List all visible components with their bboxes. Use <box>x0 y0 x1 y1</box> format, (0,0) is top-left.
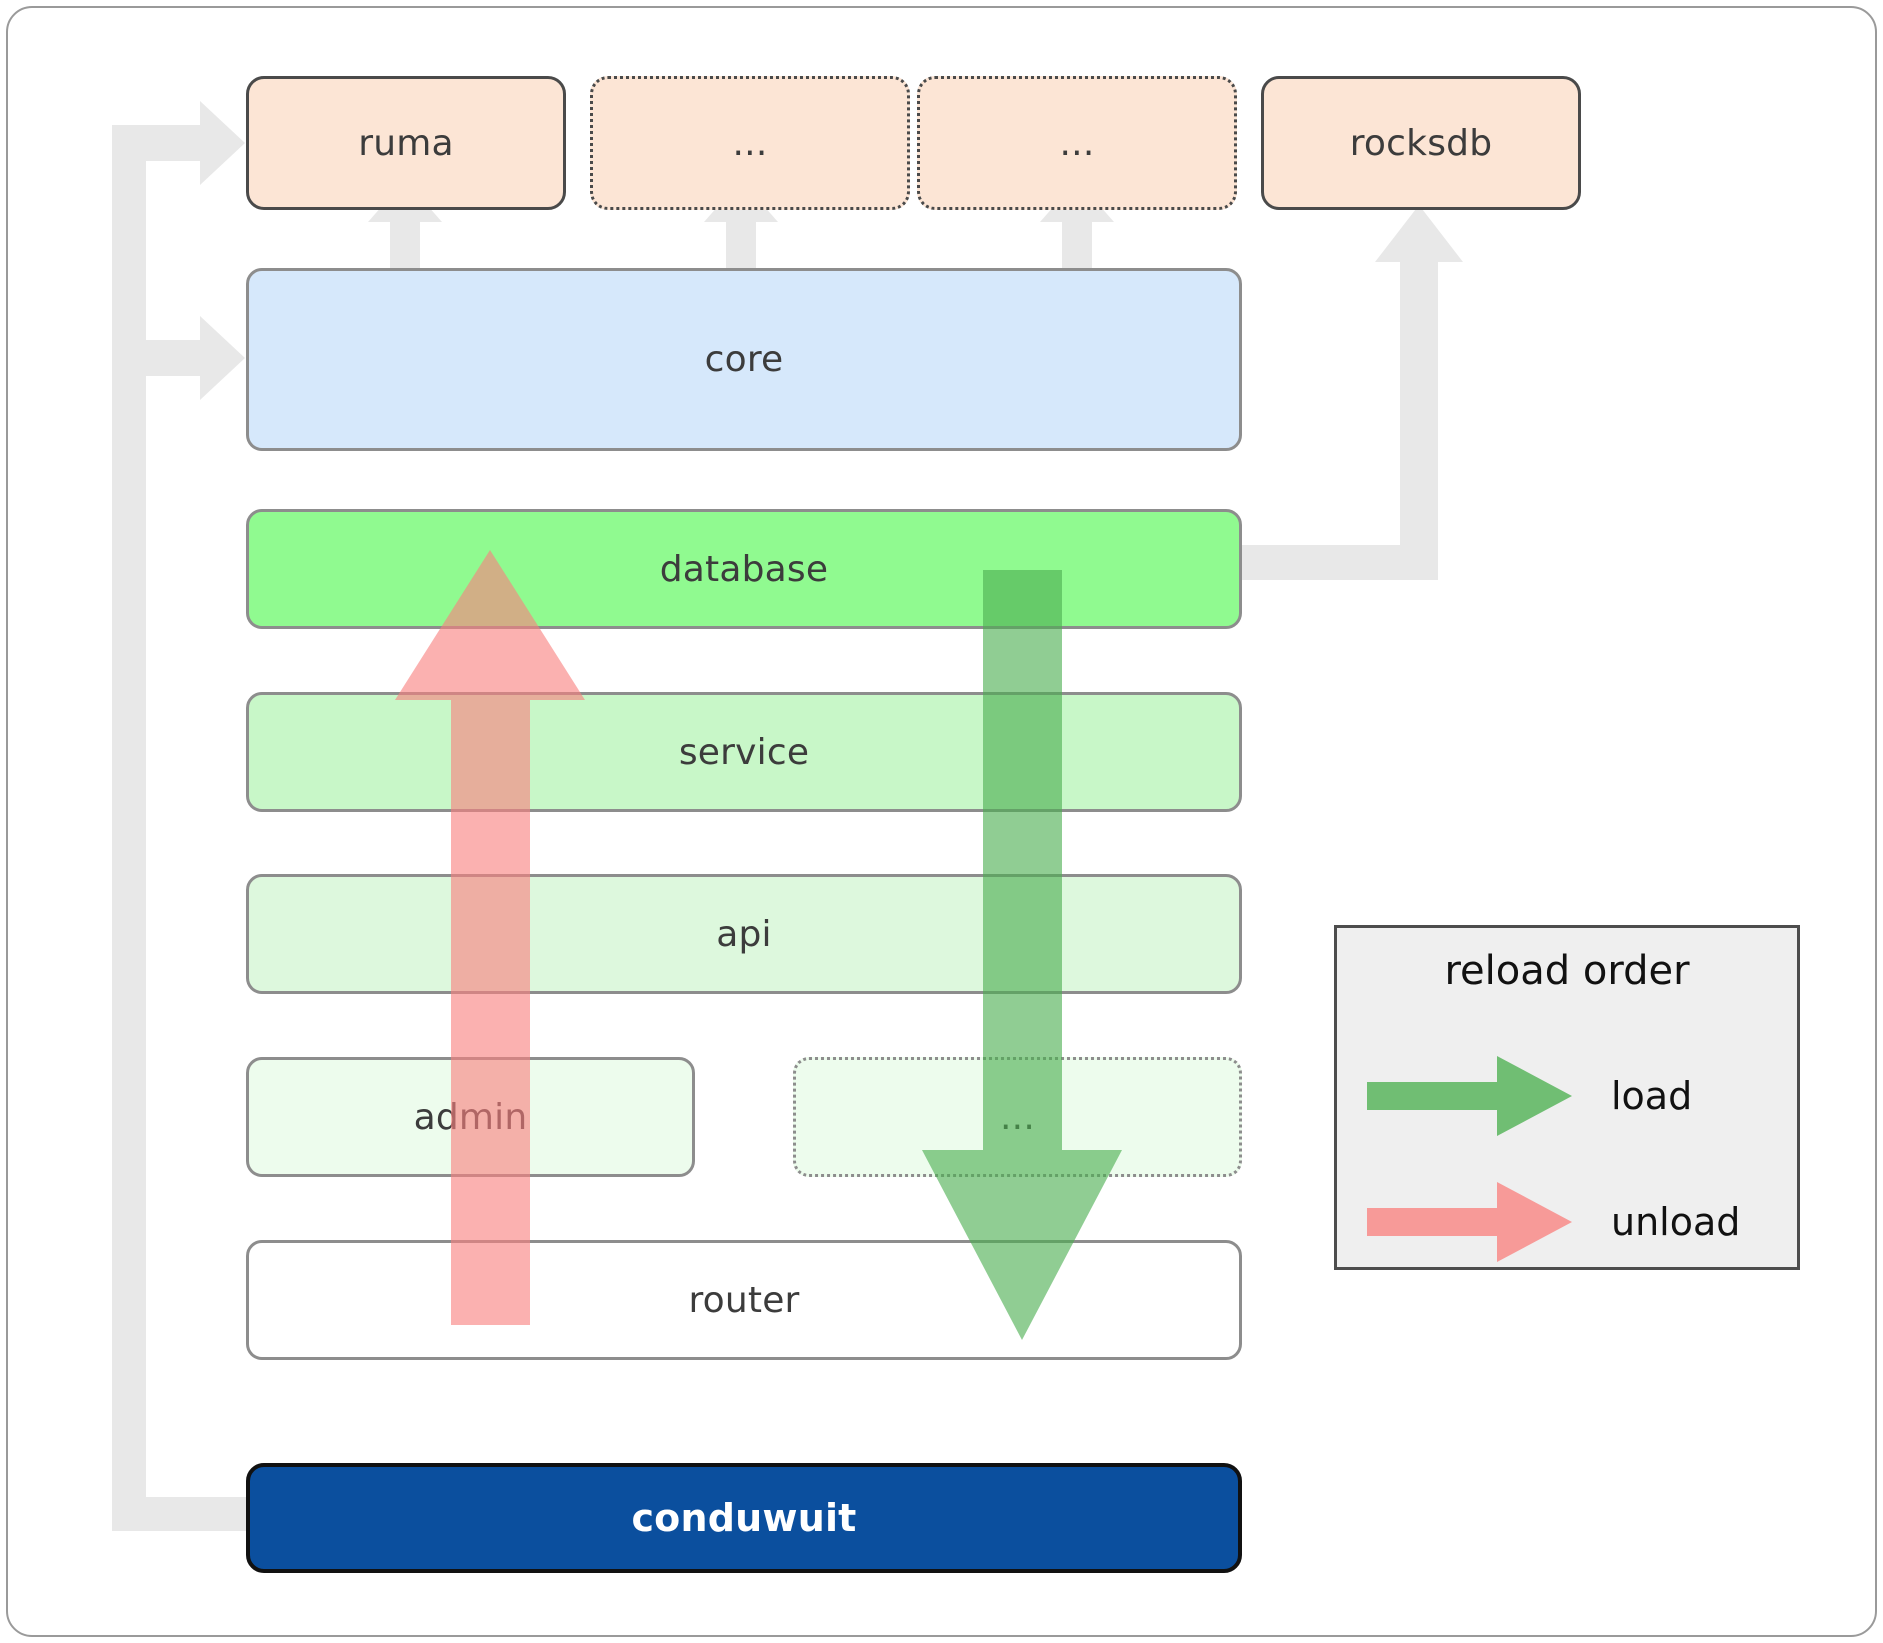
node-service-label: service <box>678 731 810 773</box>
node-admin-extra-label: ... <box>1000 1096 1035 1138</box>
node-dep-b-label: ... <box>1059 122 1095 164</box>
node-admin-extra[interactable]: ... <box>793 1057 1242 1177</box>
node-admin-label: admin <box>413 1096 528 1138</box>
node-router[interactable]: router <box>246 1240 1242 1360</box>
node-conduwuit-label: conduwuit <box>631 1496 857 1540</box>
node-rocksdb-label: rocksdb <box>1349 122 1493 164</box>
legend-row-load: load <box>1367 1056 1773 1136</box>
node-core-label: core <box>704 339 784 380</box>
node-api[interactable]: api <box>246 874 1242 994</box>
legend-panel: reload order load unload <box>1334 925 1800 1270</box>
node-dep-a[interactable]: ... <box>590 76 910 210</box>
legend-title: reload order <box>1444 948 1690 994</box>
node-database[interactable]: database <box>246 509 1242 629</box>
node-admin[interactable]: admin <box>246 1057 695 1177</box>
node-core[interactable]: core <box>246 268 1242 451</box>
legend-unload-label: unload <box>1611 1200 1741 1244</box>
node-api-label: api <box>716 913 772 955</box>
legend-load-label: load <box>1611 1074 1693 1118</box>
node-dep-b[interactable]: ... <box>917 76 1237 210</box>
node-service[interactable]: service <box>246 692 1242 812</box>
node-conduwuit[interactable]: conduwuit <box>246 1463 1242 1573</box>
legend-row-unload: unload <box>1367 1182 1773 1262</box>
node-database-label: database <box>659 548 829 590</box>
diagram-frame <box>6 6 1877 1637</box>
load-arrow-icon <box>1367 1056 1572 1136</box>
node-ruma[interactable]: ruma <box>246 76 566 210</box>
node-rocksdb[interactable]: rocksdb <box>1261 76 1581 210</box>
unload-arrow-icon <box>1367 1182 1572 1262</box>
node-router-label: router <box>688 1279 800 1321</box>
node-dep-a-label: ... <box>732 122 768 164</box>
node-ruma-label: ruma <box>358 122 454 164</box>
